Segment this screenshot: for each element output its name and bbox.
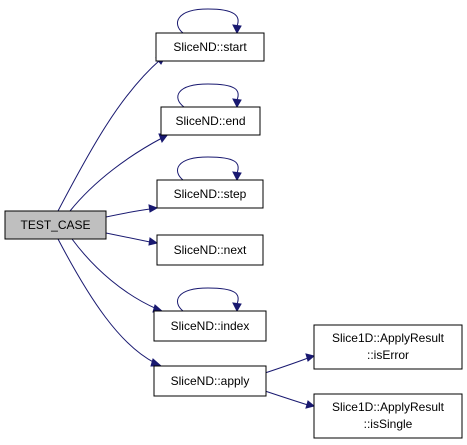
arrow-testcase-apply [150,358,163,367]
node-slicend-end-label: SliceND::end [175,114,245,128]
edge-testcase-start [57,59,161,212]
node-slicend-apply[interactable]: SliceND::apply [153,365,267,397]
arrow-step-self [232,171,242,182]
arrow-apply-iserror [305,353,316,362]
edge-testcase-index [71,238,158,310]
edge-apply-issingle [264,390,309,406]
node-slicend-step[interactable]: SliceND::step [156,179,264,209]
node-slicend-start[interactable]: SliceND::start [155,32,265,62]
node-slicend-apply-label: SliceND::apply [171,374,250,388]
node-applyresult-issingle-line2: ::isSingle [364,417,413,431]
arrow-index-self [232,302,242,313]
node-applyresult-iserror-line1: Slice1D::ApplyResult [332,331,445,345]
arrow-end-self [232,98,242,109]
node-applyresult-iserror[interactable]: Slice1D::ApplyResult ::isError [313,324,463,370]
node-applyresult-issingle[interactable]: Slice1D::ApplyResult ::isSingle [313,393,463,439]
node-slicend-end[interactable]: SliceND::end [160,106,261,136]
edge-testcase-end [69,137,163,212]
arrow-start-self [232,24,242,35]
arrow-testcase-next [148,237,159,246]
node-slicend-next-label: SliceND::next [174,243,247,257]
node-test-case[interactable]: TEST_CASE [4,210,107,240]
node-slicend-step-label: SliceND::step [174,187,247,201]
node-slicend-index[interactable]: SliceND::index [153,310,267,342]
node-slicend-next[interactable]: SliceND::next [156,234,264,266]
edge-step-self [177,156,239,181]
node-applyresult-iserror-line2: ::isError [367,348,409,362]
node-test-case-label: TEST_CASE [20,218,90,232]
edge-end-self [177,83,239,108]
arrow-apply-issingle [305,400,316,409]
edge-start-self [177,8,239,34]
node-slicend-start-label: SliceND::start [173,40,247,54]
arrow-testcase-step [148,204,159,213]
edge-testcase-next [105,232,151,243]
edge-testcase-step [105,208,151,218]
node-applyresult-issingle-line1: Slice1D::ApplyResult [332,400,445,414]
edge-index-self [177,287,239,312]
node-slicend-index-label: SliceND::index [171,319,250,333]
edge-apply-iserror [264,357,309,374]
edge-testcase-apply [57,238,156,364]
